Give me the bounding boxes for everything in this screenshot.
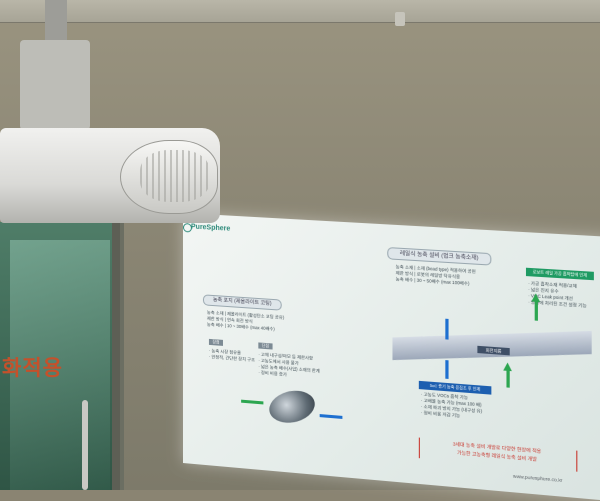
projector-mount	[0, 0, 110, 135]
arrow-down-icon	[445, 360, 449, 379]
ceiling	[0, 0, 600, 23]
arrow-up-icon	[503, 362, 512, 372]
green-tag: 로보트 레일 가공 흡착탑에 인계	[525, 267, 594, 281]
arrow-up-icon	[531, 293, 541, 303]
arrow-down-icon	[445, 318, 449, 340]
projection-screen: PureSphere 레일식 농축 설비 (법크 농축소재) 농축 소재 | 소…	[183, 213, 600, 501]
mount-plate	[20, 40, 90, 130]
cons-list: · 고체 내구성/마모 등 제한사항 · 고농도에서 사용 불가 · 넓은 농축…	[258, 352, 319, 381]
door-glass	[10, 240, 110, 490]
door-frame	[112, 222, 120, 490]
projector-vent-grille	[140, 150, 210, 202]
header-left: 농축 포지 (제올라이트 코팅)	[202, 294, 282, 311]
pros-label: 장점	[208, 338, 223, 346]
logo-text: PureSphere	[190, 223, 231, 233]
arrow-up-icon	[506, 370, 510, 388]
left-spec-list: 농축 소재 | 제올라이트 (활성탄소 코팅 공유) 제한 방식 | 연속 회전…	[207, 310, 284, 334]
right-spec-list: 농축 소재 | 소재 (bead type) 적용하여 공헌 제한 방식 | 로…	[396, 264, 476, 288]
blue-list: · 고농도 VOCs 흡착 가능 · 고배율 농축 가능 (max 100 배)…	[421, 391, 482, 421]
rotor-illustration	[264, 385, 320, 428]
mount-pole	[45, 0, 67, 45]
door-handle	[82, 400, 88, 490]
arrow-left-icon	[241, 399, 264, 405]
arrow-left-icon	[319, 414, 343, 419]
door-sign: 화적용	[2, 357, 63, 380]
website-url: www.puresphere.co.kr	[512, 473, 563, 484]
wall-clip	[395, 12, 405, 26]
cons-label: 단점	[258, 342, 273, 350]
arrow-up-icon	[534, 301, 538, 321]
rail-beam-illustration	[392, 330, 592, 361]
glass-door	[0, 222, 124, 490]
header-right: 레일식 농축 설비 (법크 농축소재)	[387, 247, 492, 266]
pros-list: · 농축 시장 점유율 · 안정적, 간단한 장치 구조	[209, 348, 255, 363]
